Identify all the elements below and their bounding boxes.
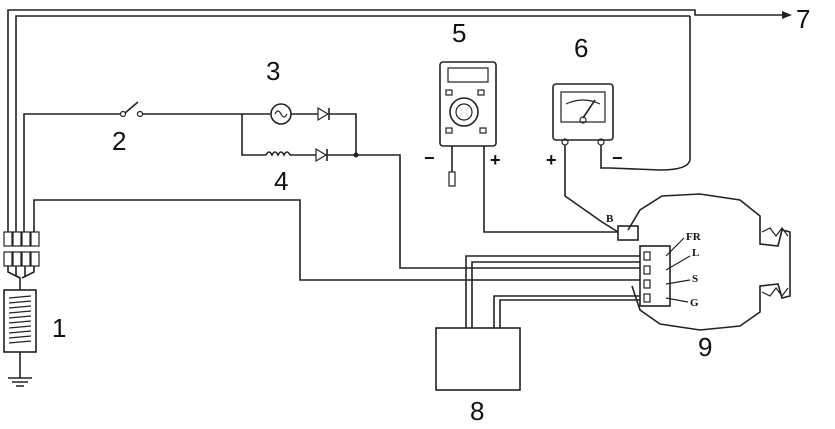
terminal-label-b: B bbox=[606, 213, 614, 225]
resistor-component-4 bbox=[241, 114, 640, 269]
label-voltmeter-6: 6 bbox=[574, 33, 588, 63]
voltmeter-plus-sign: + bbox=[546, 150, 557, 170]
controller-box-component-8 bbox=[435, 255, 640, 391]
label-battery-1: 1 bbox=[52, 313, 66, 343]
multimeter-minus-sign: − bbox=[424, 148, 435, 168]
terminal-label-l: L bbox=[692, 247, 699, 259]
label-lamp-3: 3 bbox=[266, 56, 280, 86]
label-switch-2: 2 bbox=[112, 126, 126, 156]
label-output-7: 7 bbox=[796, 4, 810, 34]
multimeter-plus-sign: + bbox=[490, 150, 501, 170]
alternator-component-9 bbox=[617, 193, 791, 331]
voltmeter-minus-sign: − bbox=[612, 148, 623, 168]
terminal-label-s: S bbox=[692, 273, 698, 285]
top-wire-to-output-7 bbox=[7, 9, 792, 232]
label-controller-box-8: 8 bbox=[470, 396, 484, 426]
label-multimeter-5: 5 bbox=[452, 18, 466, 48]
lamp-component-3 bbox=[242, 103, 357, 155]
terminal-label-fr: FR bbox=[686, 231, 702, 243]
switch-component-2 bbox=[119, 101, 242, 118]
multimeter-component-5 bbox=[439, 61, 618, 233]
label-resistor-4: 4 bbox=[274, 166, 288, 196]
left-connector-block bbox=[3, 113, 640, 290]
terminal-label-g: G bbox=[690, 297, 699, 309]
voltmeter-component-6 bbox=[552, 83, 619, 233]
battery-component-1 bbox=[3, 289, 37, 387]
label-alternator-9: 9 bbox=[698, 332, 712, 362]
